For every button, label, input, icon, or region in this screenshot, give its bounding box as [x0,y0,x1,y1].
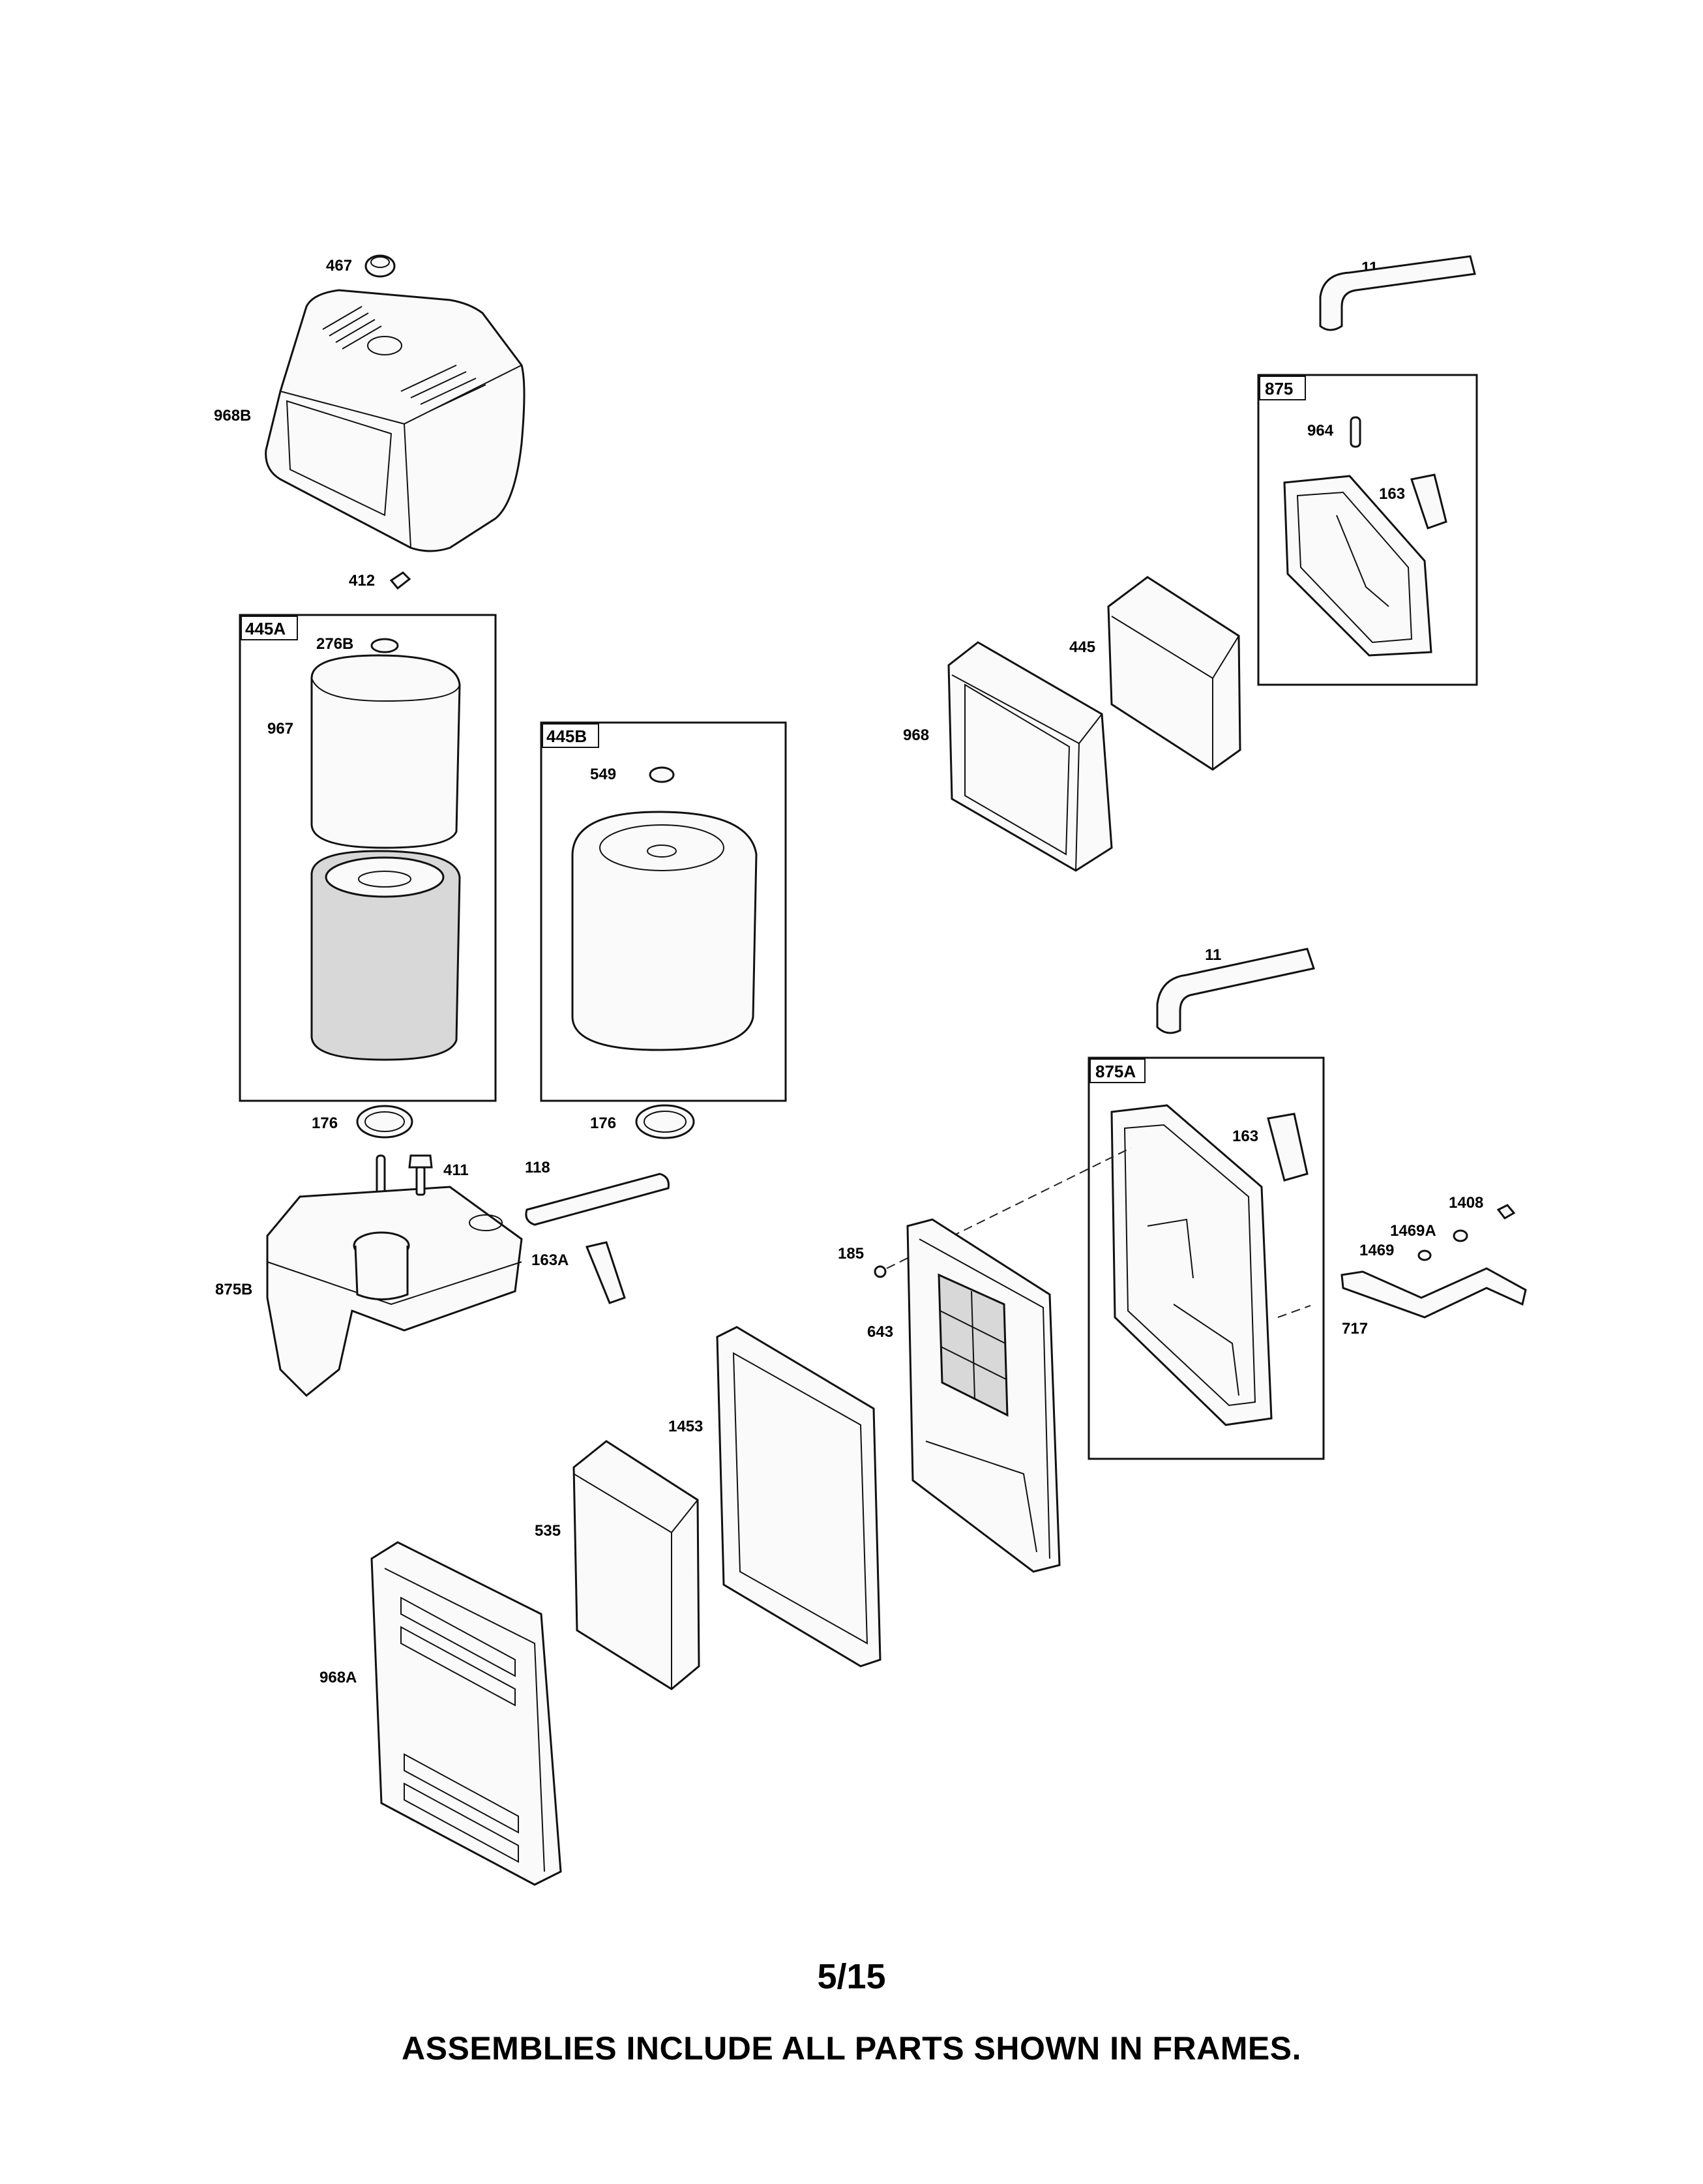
frame-label-875: 875 [1265,379,1293,398]
seal-176-b [635,1104,695,1139]
callout-185: 185 [838,1245,864,1263]
tube-118 [525,1173,670,1226]
filter-535 [572,1440,700,1690]
callout-176-b: 176 [590,1114,616,1132]
seal-276B [370,638,399,653]
callout-163A: 163A [531,1251,569,1269]
base-875B [266,1186,523,1398]
washer-1469 [1417,1249,1432,1261]
callout-1469: 1469 [1359,1242,1394,1259]
pin-964 [1350,416,1361,448]
callout-967: 967 [267,720,293,738]
frame-label-445B: 445B [546,726,587,746]
footer-note: ASSEMBLIES INCLUDE ALL PARTS SHOWN IN FR… [402,2030,1301,2067]
frame-875A [1088,1056,1325,1460]
knob-467 [364,254,396,278]
callout-412: 412 [349,572,375,590]
parts-diagram: 467 968B 412 445A 276B 967 176 445B 549 … [214,254,1527,1886]
gasket-163-a [1410,473,1447,530]
callout-968: 968 [903,726,929,744]
seal-176-a [356,1105,413,1139]
callout-1453: 1453 [668,1418,703,1435]
base-plate-875A [1110,1104,1273,1426]
frame-445B [540,721,787,1102]
breather-hose-11-a [1319,255,1476,331]
frame-875 [1257,374,1478,686]
base-643 [906,1218,1061,1573]
callout-467: 467 [326,257,352,275]
base-plate-875 [1283,475,1432,657]
callout-176-a: 176 [312,1114,338,1132]
seal-549 [649,766,675,783]
callout-875B: 875B [215,1281,252,1298]
nut-412 [389,571,411,590]
callout-1469A: 1469A [1390,1222,1436,1240]
bracket-717 [1340,1267,1527,1319]
callout-968B: 968B [214,407,251,425]
callout-549: 549 [590,766,616,783]
page-number: 5/15 [817,1957,886,1996]
callout-118: 118 [525,1159,550,1176]
breather-hose-11-b [1156,948,1315,1034]
callout-163-b: 163 [1232,1128,1258,1145]
bolt-411 [408,1154,433,1196]
nut-1408 [1496,1204,1516,1219]
washer-1469A [1453,1229,1468,1242]
filter-cartridge [310,850,461,1061]
cover-968A [370,1541,562,1886]
air-cleaner-cover-968B [265,289,526,552]
frame-label-875A: 875A [1095,1062,1136,1081]
callout-964: 964 [1307,422,1334,440]
callout-163-a: 163 [1379,485,1405,503]
filter-445 [1107,576,1241,771]
gasket-1453 [716,1326,881,1668]
gasket-163A [585,1241,626,1304]
callout-445: 445 [1069,638,1095,656]
filter-element-445 [571,811,758,1051]
pre-cleaner-967 [310,654,461,849]
callout-717: 717 [1342,1320,1368,1338]
callout-535: 535 [535,1522,561,1540]
frame-445A [239,614,497,1102]
callout-411: 411 [443,1161,469,1179]
callout-276B: 276B [316,635,353,653]
callout-11-b: 11 [1205,946,1221,964]
callout-968A: 968A [319,1669,357,1686]
gasket-163-b [1267,1113,1309,1182]
callout-1408: 1408 [1449,1194,1483,1212]
nut-185 [874,1265,887,1278]
cover-968 [947,641,1113,872]
callout-643: 643 [867,1323,893,1341]
frame-label-445A: 445A [245,619,286,638]
